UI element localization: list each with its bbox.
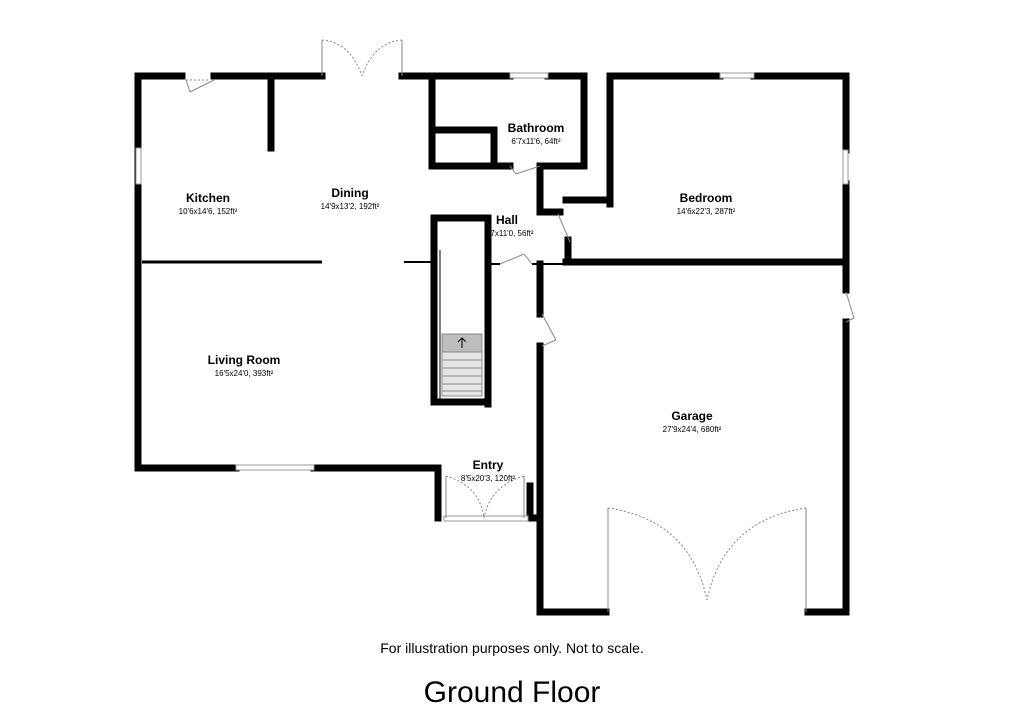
bedroom-name: Bedroom [680,191,733,205]
hall-name: Hall [496,213,518,227]
entry-name: Entry [473,458,504,472]
garage-name: Garage [671,409,713,423]
room-labels: Kitchen 10'6x14'6, 152ft² Dining 14'9x13… [179,121,736,483]
arrow-up-icon [457,337,467,348]
partitions [142,250,566,400]
living-room-dims: 16'5x24'0, 393ft² [215,369,274,378]
garage-dims: 27'9x24'4, 680ft² [663,425,722,434]
bedroom-dims: 14'6x22'3, 287ft² [677,207,736,216]
bathroom-dims: 6'7x11'6, 64ft² [511,137,560,146]
walls [134,72,850,616]
living-room-name: Living Room [208,353,281,367]
staircase [441,333,483,397]
bathroom-name: Bathroom [508,121,565,135]
windows [135,72,849,522]
dining-dims: 14'9x13'2, 192ft² [321,202,380,211]
entry-dims: 8'5x20'3, 120ft² [461,474,516,483]
doors [185,39,855,612]
kitchen-dims: 10'6x14'6, 152ft² [179,207,238,216]
dining-name: Dining [331,186,368,200]
floor-title: Ground Floor [423,676,601,709]
kitchen-name: Kitchen [186,191,230,205]
hall-dims: 7'7x11'0, 56ft² [484,229,533,238]
disclaimer-note: For illustration purposes only. Not to s… [380,640,644,656]
